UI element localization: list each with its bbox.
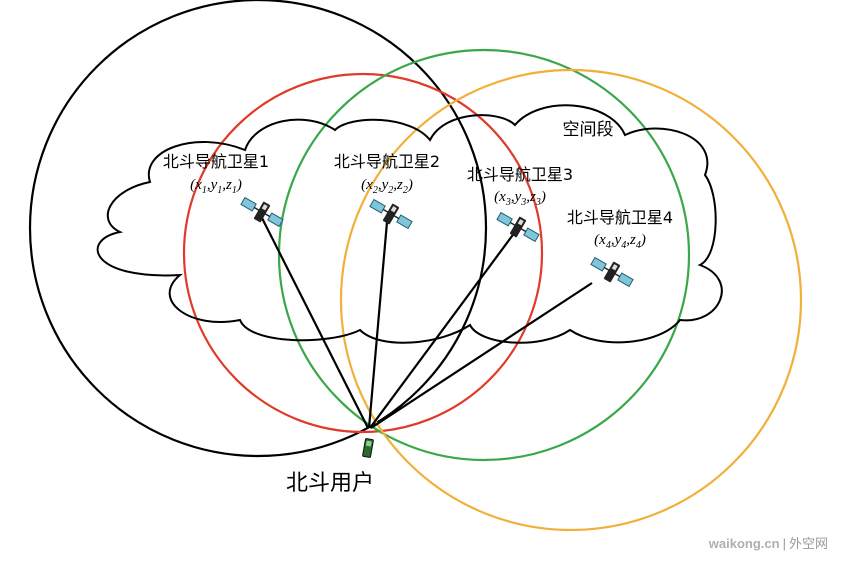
range-circle-1 [28, 0, 488, 458]
signal-line-1 [261, 217, 369, 429]
satellite-coord-4: (x4,y4,z4) [594, 232, 646, 251]
range-circle-3 [277, 48, 691, 462]
signal-line-3 [369, 231, 516, 429]
space-segment-label: 空间段 [563, 120, 614, 140]
range-circle-4 [339, 68, 803, 532]
satellite-name-2: 北斗导航卫星2 [334, 152, 440, 171]
signal-line-4 [370, 282, 593, 429]
satellite-icon-4 [590, 256, 634, 288]
receiver-icon [362, 438, 374, 458]
watermark-separator: | [783, 536, 786, 551]
range-circle-2 [182, 72, 544, 434]
space-segment-cloud [96, 104, 723, 344]
signal-line-2 [367, 221, 389, 429]
satellite-icon-1 [240, 196, 284, 228]
watermark-name: 外空网 [789, 536, 828, 551]
satellite-coord-1: (x1,y1,z1) [190, 177, 242, 196]
watermark-site: waikong.cn [708, 536, 780, 551]
satellite-coord-2: (x2,y2,z2) [361, 177, 413, 196]
satellite-name-3: 北斗导航卫星3 [467, 165, 573, 184]
watermark: waikong.cn|外空网 [708, 536, 828, 551]
satellite-coord-3: (x3,y3,z3) [494, 189, 546, 208]
satellite-icon-2 [369, 198, 413, 230]
satellite-name-1: 北斗导航卫星1 [163, 152, 269, 171]
user-label: 北斗用户 [286, 471, 374, 496]
satellite-name-4: 北斗导航卫星4 [567, 208, 673, 227]
satellite-icon-3 [496, 211, 540, 243]
